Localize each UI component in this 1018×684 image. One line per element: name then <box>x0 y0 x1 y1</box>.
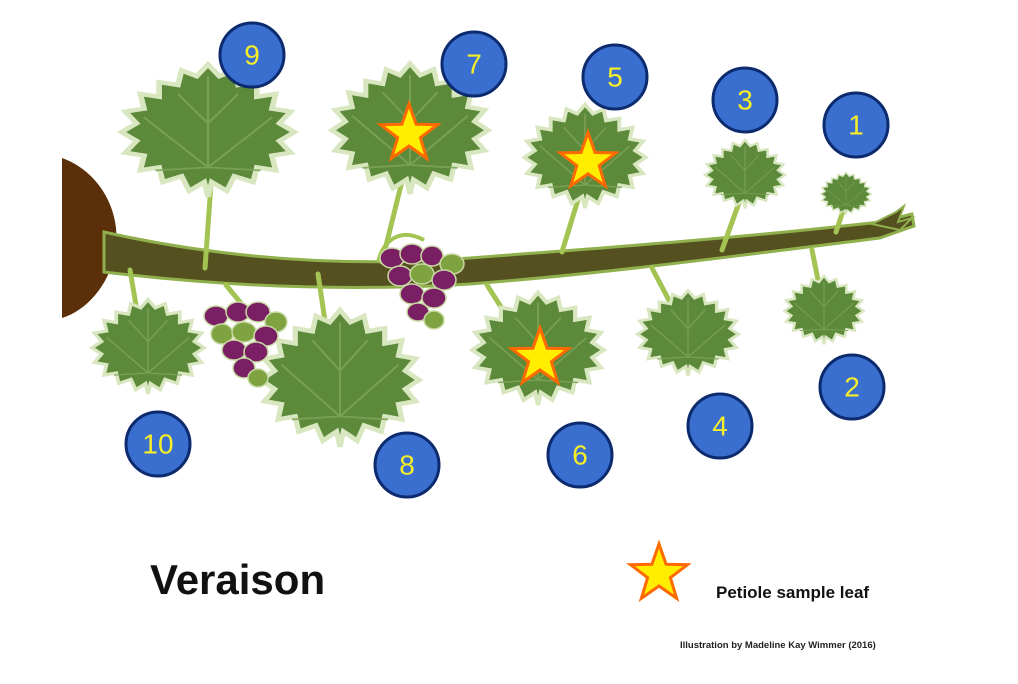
grape-cluster <box>203 301 288 388</box>
grape-cluster <box>379 243 465 330</box>
leaf-marker-10: 10 <box>124 410 192 478</box>
leaf <box>90 297 206 396</box>
leaf-marker-7: 7 <box>440 30 508 98</box>
leaf <box>819 171 873 216</box>
leaf-number: 5 <box>607 62 623 93</box>
leaf-marker-5: 5 <box>581 43 649 111</box>
leaf-marker-4: 4 <box>686 392 754 460</box>
leaf-marker-6: 6 <box>546 421 614 489</box>
leaf <box>783 274 865 346</box>
legend-star-icon <box>629 542 689 600</box>
leaf-marker-3: 3 <box>711 66 779 134</box>
leaf <box>635 288 741 378</box>
leaf <box>703 138 787 210</box>
leaf-number: 6 <box>572 440 588 471</box>
leaf-number: 2 <box>844 372 860 403</box>
diagram-title: Veraison <box>150 556 326 603</box>
leaf <box>122 65 295 197</box>
cane <box>102 212 916 290</box>
leaf <box>261 310 419 447</box>
leaf-number: 4 <box>712 411 728 442</box>
leaf-number: 3 <box>737 85 753 116</box>
leaf-number: 8 <box>399 450 415 481</box>
leaf-marker-1: 1 <box>822 91 890 159</box>
cane-tip <box>869 203 916 232</box>
illustration-credit: Illustration by Madeline Kay Wimmer (201… <box>680 640 876 651</box>
leaf-marker-8: 8 <box>373 431 441 499</box>
leaf-number: 7 <box>466 49 482 80</box>
leaf-number: 9 <box>244 40 260 71</box>
leaf-marker-2: 2 <box>818 353 886 421</box>
leaf-number: 10 <box>142 429 173 460</box>
leaf-marker-9: 9 <box>218 21 286 89</box>
cane-base <box>62 158 117 318</box>
leaf-number: 1 <box>848 110 864 141</box>
legend-label: Petiole sample leaf <box>716 583 870 602</box>
